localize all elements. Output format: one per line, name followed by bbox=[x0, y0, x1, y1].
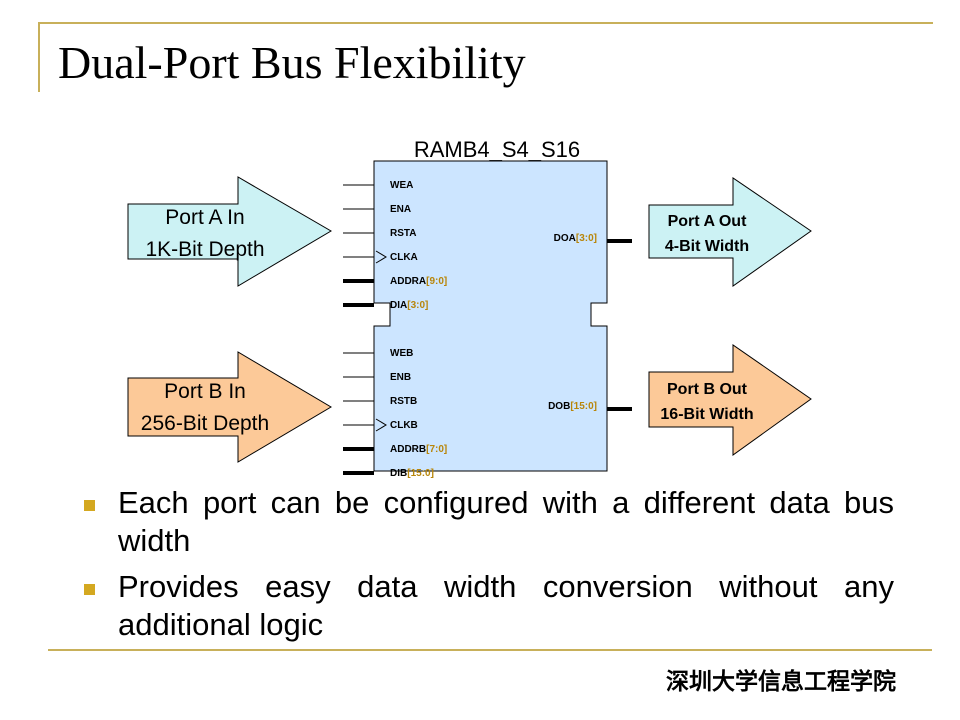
port-a-out-arrow bbox=[648, 177, 812, 287]
pin-rsta: RSTA bbox=[390, 228, 416, 239]
port-b-input-lines bbox=[343, 352, 387, 475]
port-b-out-arrow bbox=[648, 344, 812, 456]
port-b-in-arrow bbox=[127, 351, 332, 463]
port-b-in-label: Port B In bbox=[164, 380, 246, 403]
port-a-in-depth: 1K-Bit Depth bbox=[145, 238, 264, 261]
port-b-out-label: Port B Out bbox=[667, 381, 748, 398]
bullet-item: Provides easy data width conversion with… bbox=[84, 568, 894, 644]
pin-wea: WEA bbox=[390, 180, 413, 191]
port-a-input-lines bbox=[343, 184, 387, 307]
port-b-out-width: 16-Bit Width bbox=[660, 406, 753, 423]
pin-enb: ENB bbox=[390, 372, 411, 383]
bullet-square-icon bbox=[84, 500, 95, 511]
footer-institution: 深圳大学信息工程学院 bbox=[666, 669, 896, 695]
ram-block bbox=[373, 160, 608, 472]
pin-rstb: RSTB bbox=[390, 396, 417, 407]
pin-clkb: CLKB bbox=[390, 420, 418, 431]
title-left-rule bbox=[38, 22, 40, 92]
bullet-list: Each port can be configured with a diffe… bbox=[84, 484, 894, 652]
port-a-out-label: Port A Out bbox=[668, 213, 747, 230]
title-top-rule bbox=[40, 22, 933, 24]
bullet-text: Provides easy data width conversion with… bbox=[118, 569, 894, 642]
bullet-item: Each port can be configured with a diffe… bbox=[84, 484, 894, 560]
pin-dib: DIB[15:0] bbox=[390, 468, 434, 479]
block-name: RAMB4_S4_S16 bbox=[414, 137, 580, 162]
port-a-in-label: Port A In bbox=[165, 206, 244, 229]
pin-ena: ENA bbox=[390, 204, 411, 215]
footer-rule bbox=[48, 649, 932, 651]
pin-clka: CLKA bbox=[390, 252, 418, 263]
port-a-in-arrow bbox=[127, 176, 332, 287]
pin-dia: DIA[3:0] bbox=[390, 300, 428, 311]
pin-doa: DOA[3:0] bbox=[554, 233, 597, 244]
pin-addra: ADDRA[9:0] bbox=[390, 276, 447, 287]
port-a-out-width: 4-Bit Width bbox=[665, 238, 749, 255]
slide-title: Dual-Port Bus Flexibility bbox=[58, 37, 526, 88]
pin-dob: DOB[15:0] bbox=[548, 401, 597, 412]
bullet-text: Each port can be configured with a diffe… bbox=[118, 485, 894, 558]
pin-web: WEB bbox=[390, 348, 413, 359]
port-b-in-depth: 256-Bit Depth bbox=[141, 412, 269, 435]
bullet-square-icon bbox=[84, 584, 95, 595]
pin-addrb: ADDRB[7:0] bbox=[390, 444, 447, 455]
